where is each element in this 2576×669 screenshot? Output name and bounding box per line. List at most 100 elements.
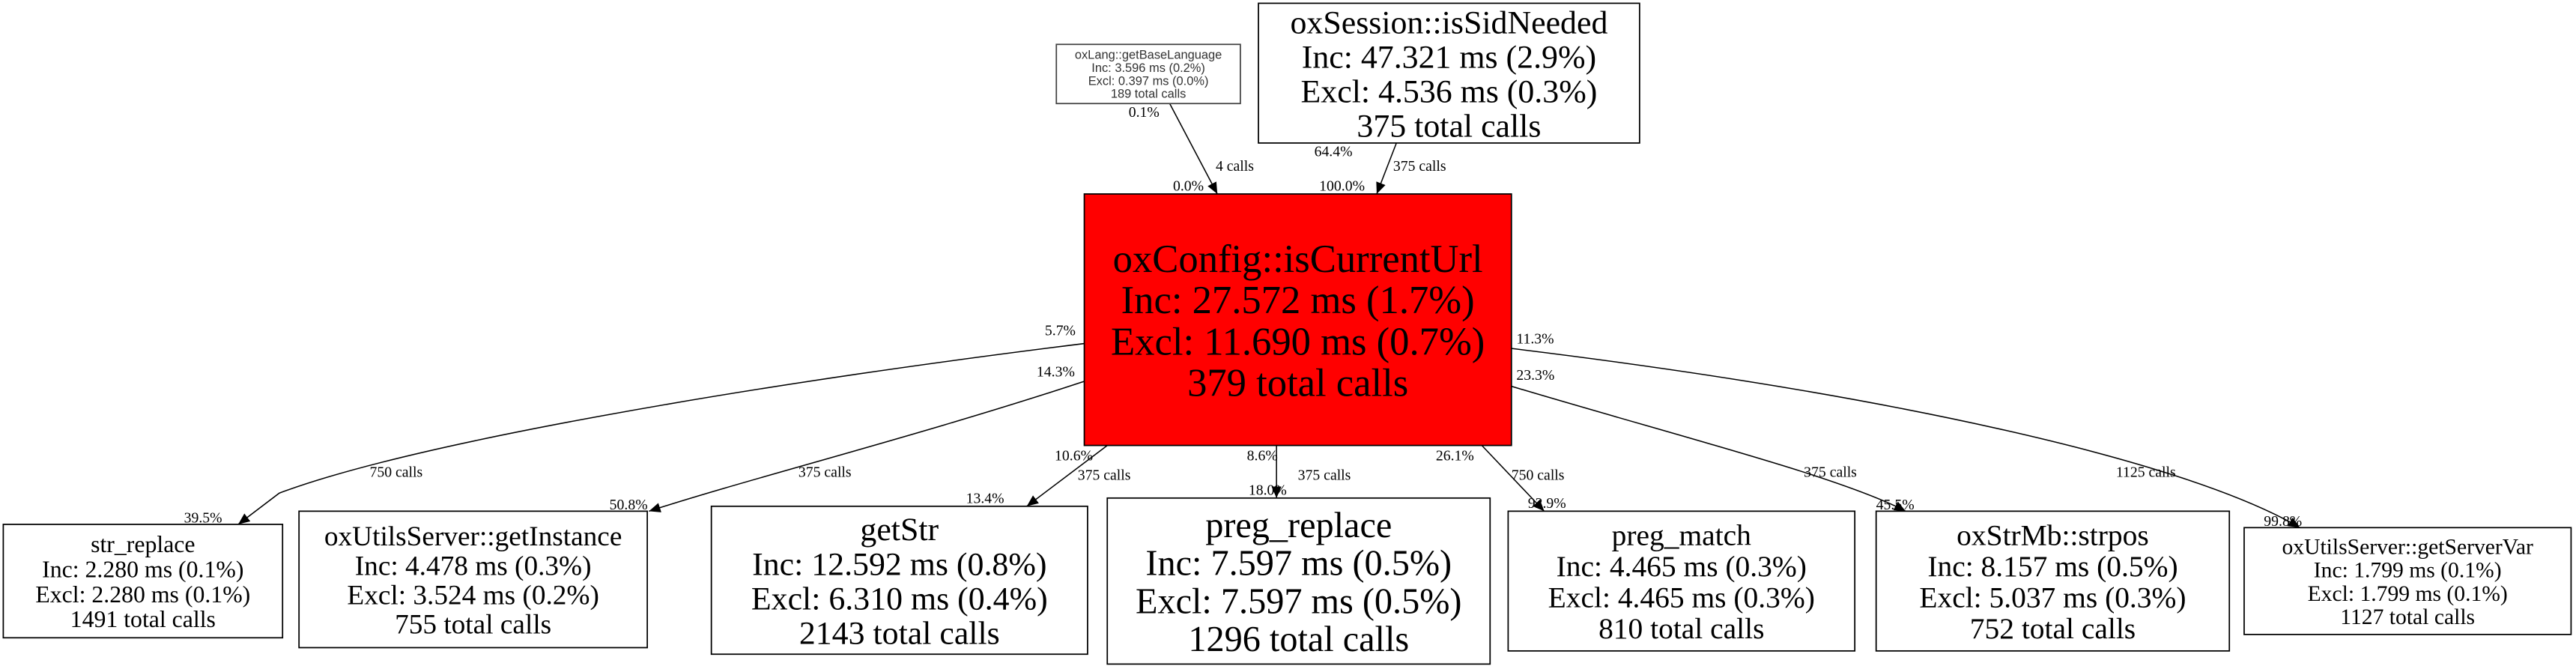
- edge-target-percent: 18.0%: [1249, 482, 1287, 498]
- node-stat: 1296 total calls: [1188, 620, 1409, 659]
- node-stat: 752 total calls: [1970, 612, 2136, 645]
- node-stat: Inc: 8.157 ms (0.5%): [1927, 550, 2178, 583]
- node-stat: 189 total calls: [1111, 88, 1186, 101]
- edge-source-percent: 26.1%: [1436, 447, 1474, 464]
- node-box: [1875, 510, 2231, 652]
- node-stat: Excl: 0.397 ms (0.0%): [1088, 74, 1209, 88]
- edge-arrow: [1481, 445, 1545, 512]
- node-stat: Inc: 4.465 ms (0.3%): [1557, 550, 1807, 583]
- node-name: oxUtilsServer::getInstance: [324, 521, 622, 552]
- edge-call-count: 375 calls: [1078, 467, 1131, 484]
- edge-arrow: [649, 381, 1085, 512]
- node-stat: Inc: 47.321 ms (2.9%): [1302, 39, 1596, 75]
- edge-isCurrentUrl-to-getServerVar: 11.3% 1125 calls 99.8%: [1511, 331, 2302, 530]
- node-box: [1083, 193, 1512, 446]
- node-box: [1507, 510, 1856, 652]
- edge-arrow: [1511, 385, 1906, 512]
- node-stat: Excl: 2.280 ms (0.1%): [35, 581, 250, 608]
- edge-call-count: 375 calls: [798, 464, 852, 480]
- edge-isCurrentUrl-to-strpos: 23.3% 375 calls 45.5%: [1511, 367, 1915, 513]
- edge-isCurrentUrl-to-str_replace: 5.7% 750 calls 39.5%: [184, 323, 1085, 527]
- node-stat: Inc: 1.799 ms (0.1%): [2314, 559, 2502, 583]
- edge-source-percent: 0.1%: [1129, 104, 1160, 121]
- edge-target-percent: 0.0%: [1173, 178, 1204, 195]
- node-stat: Excl: 6.310 ms (0.4%): [751, 581, 1048, 617]
- edge-arrow: [1169, 103, 1218, 195]
- node-box: [2, 524, 284, 639]
- node-box: [1106, 497, 1491, 665]
- node-stat: Inc: 3.596 ms (0.2%): [1091, 61, 1205, 75]
- node-stat: Excl: 4.536 ms (0.3%): [1301, 73, 1598, 109]
- node-stat: Excl: 7.597 ms (0.5%): [1136, 581, 1461, 621]
- node-name: oxSession::isSidNeeded: [1290, 4, 1607, 40]
- node-stat: Inc: 2.280 ms (0.1%): [42, 556, 243, 582]
- edge-getBaseLanguage-to-isCurrentUrl: 0.1% 4 calls 0.0%: [1129, 103, 1254, 195]
- node-stat: Inc: 7.597 ms (0.5%): [1145, 544, 1452, 584]
- edge-target-percent: 45.5%: [1876, 497, 1915, 513]
- edge-call-count: 375 calls: [1393, 158, 1446, 175]
- edge-source-percent: 11.3%: [1516, 331, 1554, 348]
- node-name: oxStrMb::strpos: [1957, 519, 2149, 552]
- node-name: oxUtilsServer::getServerVar: [2282, 536, 2533, 560]
- node-stat: Excl: 4.465 ms (0.3%): [1548, 581, 1815, 614]
- edge-source-percent: 23.3%: [1516, 367, 1554, 384]
- node-stat: 1127 total calls: [2340, 605, 2475, 629]
- node-stat: Inc: 27.572 ms (1.7%): [1121, 279, 1475, 322]
- edge-target-percent: 99.8%: [2264, 513, 2302, 530]
- edge-source-percent: 5.7%: [1045, 323, 1076, 339]
- edge-source-percent: 64.4%: [1315, 143, 1353, 160]
- node-box: [298, 510, 649, 649]
- edge-source-percent: 8.6%: [1247, 447, 1278, 464]
- edge-call-count: 1125 calls: [2116, 464, 2176, 480]
- node-stat: Excl: 1.799 ms (0.1%): [2308, 582, 2508, 606]
- node-box: [1258, 2, 1640, 144]
- node-name: oxLang::getBaseLanguage: [1075, 49, 1222, 62]
- edge-arrow: [1376, 142, 1397, 195]
- edge-isCurrentUrl-to-getInstance: 14.3% 375 calls 50.8%: [610, 363, 1085, 513]
- node-name: preg_replace: [1205, 506, 1392, 545]
- edge-arrow: [237, 342, 1085, 525]
- node-stat: 810 total calls: [1598, 612, 1764, 645]
- node-name: preg_match: [1612, 519, 1752, 552]
- edge-isCurrentUrl-to-preg_replace: 8.6% 375 calls 18.0%: [1247, 445, 1351, 498]
- edge-call-count: 750 calls: [369, 464, 422, 480]
- node-stat: 379 total calls: [1187, 362, 1408, 405]
- edge-source-percent: 14.3%: [1037, 363, 1075, 380]
- edge-call-count: 750 calls: [1512, 467, 1565, 484]
- edge-target-percent: 50.8%: [610, 497, 648, 513]
- edge-target-percent: 13.4%: [966, 490, 1004, 506]
- node-stat: 2143 total calls: [799, 615, 1000, 651]
- edge-target-percent: 92.9%: [1528, 495, 1566, 512]
- node-box: [1055, 43, 1241, 105]
- node-stat: Excl: 11.690 ms (0.7%): [1111, 320, 1485, 363]
- node-stat: Excl: 3.524 ms (0.2%): [347, 580, 598, 611]
- node-stat: Inc: 4.478 ms (0.3%): [355, 551, 592, 581]
- edge-arrow: [1026, 444, 1108, 507]
- node-name: str_replace: [91, 531, 195, 557]
- edge-source-percent: 10.6%: [1055, 447, 1093, 464]
- node-name: getStr: [860, 512, 939, 548]
- edge-call-count: 375 calls: [1804, 464, 1857, 480]
- edge-call-count: 375 calls: [1298, 467, 1351, 484]
- node-stat: Inc: 12.592 ms (0.8%): [752, 546, 1046, 582]
- node-stat: 755 total calls: [395, 610, 551, 641]
- edge-target-percent: 39.5%: [184, 510, 222, 527]
- edge-call-count: 4 calls: [1216, 158, 1254, 175]
- edge-isCurrentUrl-to-preg_match: 26.1% 750 calls 92.9%: [1436, 445, 1566, 512]
- node-name: oxConfig::isCurrentUrl: [1113, 237, 1483, 281]
- node-box: [2243, 527, 2572, 635]
- node-stat: Excl: 5.037 ms (0.3%): [1919, 581, 2186, 614]
